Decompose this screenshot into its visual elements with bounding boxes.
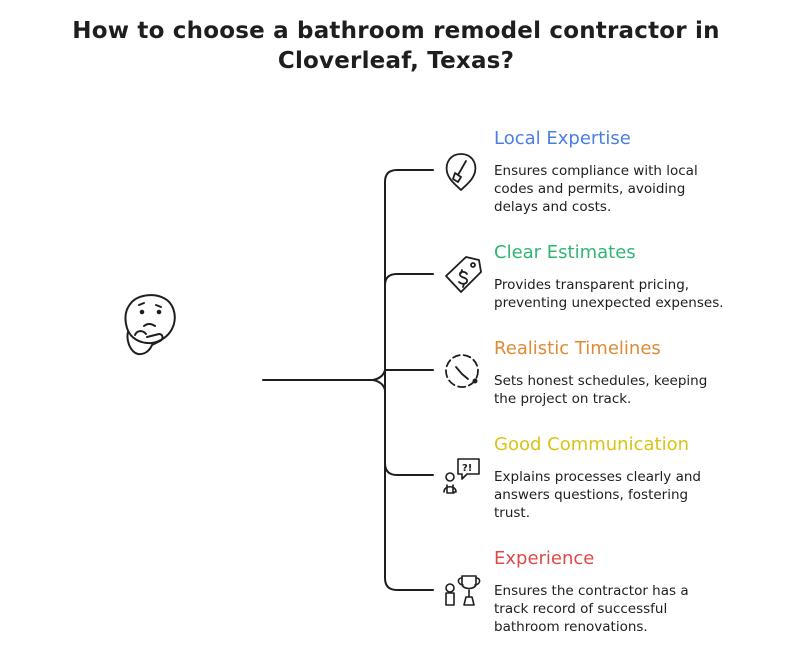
title-line-2: Cloverleaf, Texas? [277,48,515,74]
pin-shovel-icon [445,153,477,191]
desc-line: Ensures compliance with local [494,163,698,179]
trunk-joint-upper [372,369,386,381]
item-desc-realistic-timelines: Sets honest schedules, keeping the proje… [494,372,774,408]
desc-line: the project on track. [494,391,632,407]
title-line-1: How to choose a bathroom remodel contrac… [72,18,720,44]
desc-line: Provides transparent pricing, [494,277,690,293]
desc-line: codes and permits, avoiding [494,181,686,197]
item-desc-experience: Ensures the contractor has a track recor… [494,582,774,636]
desc-line: answers questions, fostering [494,487,689,503]
price-tag-icon [445,256,482,293]
branch-line-5 [384,577,434,591]
desc-line: trust. [494,505,531,521]
desc-line: bathroom renovations. [494,619,648,635]
desc-line: Sets honest schedules, keeping [494,373,708,389]
timer-icon [445,354,479,388]
branch-line-4 [384,462,434,476]
person-trophy-icon [445,575,481,606]
svg-text:?!: ?! [462,463,472,474]
item-title-experience: Experience [494,548,595,569]
branch-line-2 [384,273,434,286]
trunk-joint-lower [372,379,386,391]
thinking-face-icon [124,294,176,356]
item-desc-good-communication: Explains processes clearly and answers q… [494,468,774,522]
item-title-local-expertise: Local Expertise [494,128,631,149]
desc-line: Explains processes clearly and [494,469,701,485]
item-title-clear-estimates: Clear Estimates [494,242,636,263]
desc-line: track record of successful [494,601,668,617]
item-title-good-communication: Good Communication [494,434,689,455]
item-title-realistic-timelines: Realistic Timelines [494,338,661,359]
desc-line: preventing unexpected expenses. [494,295,724,311]
item-desc-local-expertise: Ensures compliance with local codes and … [494,162,774,216]
person-speech-icon: ?! [443,458,480,494]
branch-line-1 [384,169,434,183]
desc-line: delays and costs. [494,199,612,215]
item-desc-clear-estimates: Provides transparent pricing, preventing… [494,276,774,312]
diagram-title: How to choose a bathroom remodel contrac… [0,16,792,76]
desc-line: Ensures the contractor has a [494,583,689,599]
